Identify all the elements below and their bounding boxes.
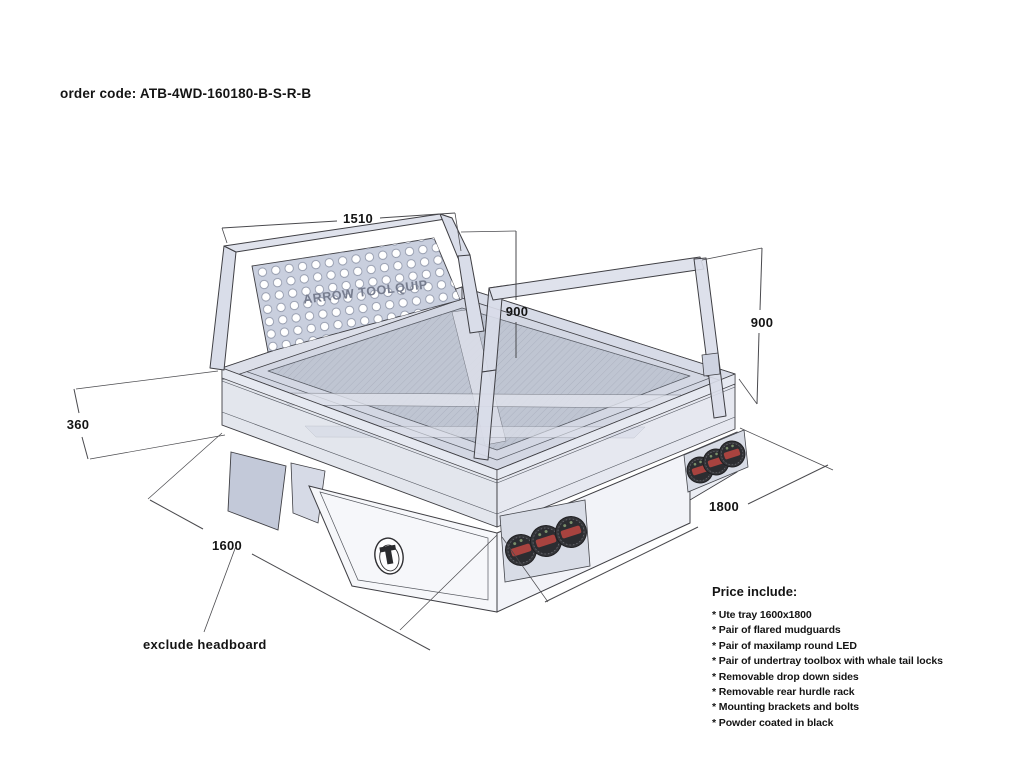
headboard-left-post [209,245,237,371]
dimension-label: 900 [751,315,774,330]
price-include-heading: Price include: [712,584,798,599]
price-item: * Mounting brackets and bolts [712,701,860,714]
dimension-label: 360 [67,417,90,432]
headboard-mesh-holes [252,238,460,352]
dimension-label: 1800 [709,499,739,514]
rear-side-seam-2 [496,416,736,515]
front-side-seam-1 [221,380,498,484]
rack-right-post-joint [701,352,721,377]
dimension-label: 1510 [343,211,373,226]
dimension-headboard-height: 900 [460,230,529,358]
headboard-top-corner [439,213,471,259]
dimensions: 1510 900 900 360 1600 [67,211,834,652]
rear-hurdle-rack [473,256,727,461]
led-clusters [499,429,749,583]
dimension-label: 1600 [212,538,242,553]
flared-mudguards [227,451,326,531]
mudguard-inner [290,462,326,524]
price-item: * Removable drop down sides [712,670,859,683]
rack-left-post-lower [473,369,497,461]
rack-top-bar [488,256,705,301]
dimension-side-height: 360 [67,370,226,460]
front-side-seam-2 [221,411,498,515]
tray-deck [221,286,736,471]
dimension-tray-length: 1800 [501,427,834,603]
price-item: * Powder coated in black [712,716,834,729]
dimension-tray-width: 1600 [147,432,498,651]
price-include-section: Price include: * Ute tray 1600x1800 * Pa… [712,584,1012,731]
drop-down-sides [221,367,736,528]
rear-top-rail [496,373,736,481]
price-item: * Removable rear hurdle rack [712,686,855,699]
note-exclude-headboard: exclude headboard [143,545,267,652]
headboard: ARROW TOOLQUIP [209,213,485,371]
undertray-toolboxes [308,431,738,613]
order-code: order code: ATB-4WD-160180-B-S-R-B [60,86,312,101]
headboard-right-post [457,254,485,334]
rear-side-seam-1 [496,386,736,484]
price-item: * Pair of flared mudguards [712,624,841,637]
dimension-rack-height: 900 [701,247,774,405]
led-light [530,525,562,557]
lock-handle-stem [384,545,394,565]
dimension-label: 900 [506,304,529,319]
whale-tail-lock [374,537,404,575]
toolbox-front-inner-border [319,491,489,601]
price-item: * Pair of undertray toolbox with whale t… [712,655,943,668]
note-label: exclude headboard [143,637,267,652]
dimension-headboard-width: 1510 [221,211,462,252]
price-item: * Pair of maxilamp round LED [712,639,857,652]
price-item: * Ute tray 1600x1800 [712,609,812,621]
led-light [505,534,537,566]
led-light [555,516,587,548]
led-light [718,440,746,468]
mudguard-outer [227,451,287,531]
